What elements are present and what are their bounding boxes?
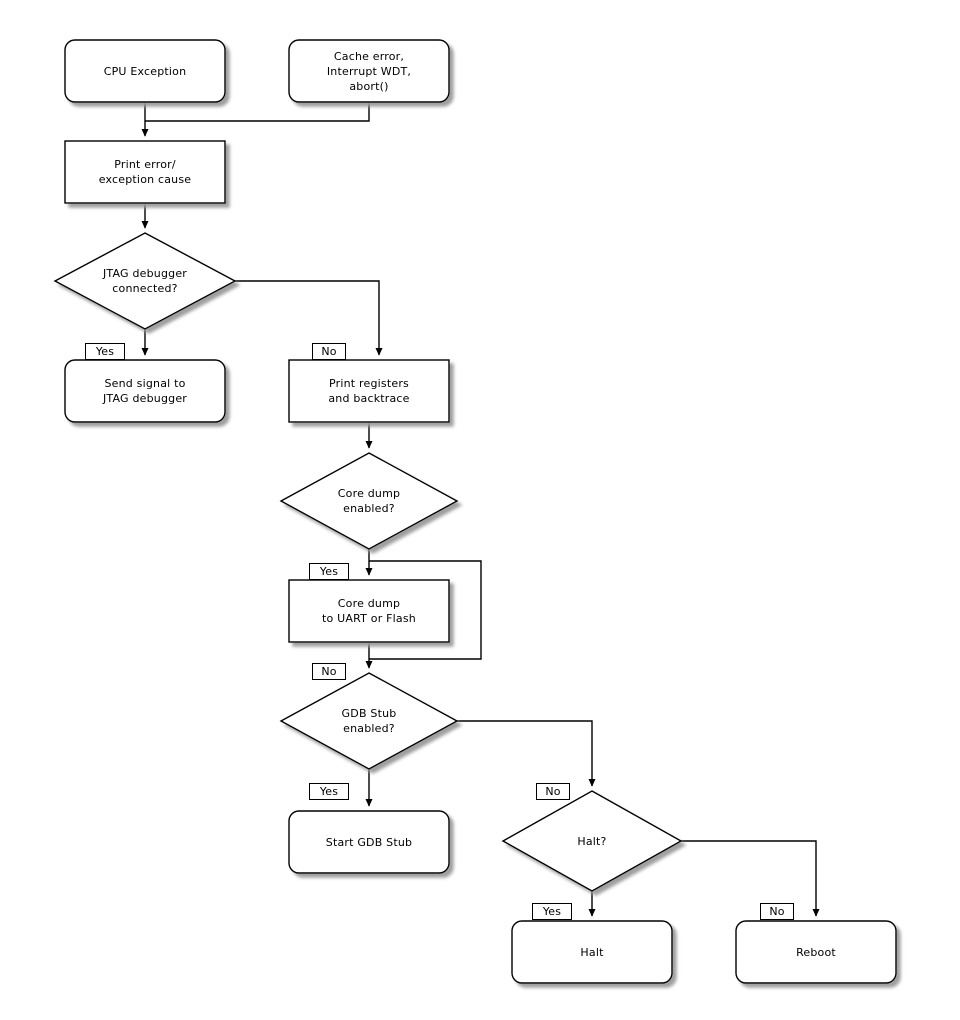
- node-reboot[interactable]: [735, 920, 897, 984]
- edge-label-jtag-no: No: [312, 343, 346, 360]
- edge-cache-to-print: [145, 102, 370, 122]
- node-jtag-debugger-connected[interactable]: [53, 232, 237, 330]
- edge-label-halt-no: No: [760, 903, 794, 920]
- edge-jtag-no-to-registers: [235, 280, 383, 356]
- node-cpu-exception[interactable]: [64, 39, 226, 103]
- node-send-signal[interactable]: [64, 359, 226, 423]
- edge-coredump-no-to-gdb: [369, 560, 482, 660]
- node-core-dump-enabled[interactable]: [279, 452, 459, 550]
- edge-label-gdbstub-no: No: [536, 783, 570, 800]
- edge-gdb-no-to-halt-decision: [457, 720, 596, 787]
- edge-halt-no-to-reboot: [681, 840, 820, 917]
- node-gdb-stub-enabled[interactable]: [279, 672, 459, 770]
- edge-label-halt-yes: Yes: [532, 903, 572, 920]
- edge-label-coredump-no: No: [312, 663, 346, 680]
- edge-label-gdbstub-yes: Yes: [309, 783, 349, 800]
- node-halt-decision[interactable]: [501, 790, 683, 892]
- node-halt[interactable]: [511, 920, 673, 984]
- edge-label-coredump-yes: Yes: [309, 563, 349, 580]
- edge-label-jtag-yes: Yes: [85, 343, 125, 360]
- node-cache-error[interactable]: [288, 39, 450, 103]
- node-print-registers[interactable]: [288, 359, 450, 423]
- node-start-gdb-stub[interactable]: [288, 810, 450, 874]
- node-print-error[interactable]: [64, 140, 226, 204]
- node-core-dump-output[interactable]: [288, 579, 450, 643]
